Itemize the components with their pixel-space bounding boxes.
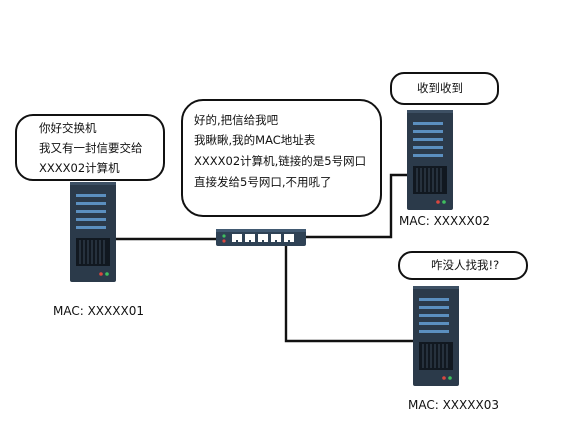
network-switch-icon — [216, 229, 306, 246]
server-icon — [407, 110, 453, 210]
bubble-line: 我瞅瞅,我的MAC地址表 — [194, 133, 316, 147]
server-icon — [413, 286, 459, 386]
speech-bubble-host1: 你好交换机 我又有一封信要交给 XXXX02计算机 — [15, 114, 165, 181]
mac-label-host2: MAC: XXXXX02 — [399, 214, 490, 228]
wires — [116, 173, 413, 343]
mac-label-host3: MAC: XXXXX03 — [408, 398, 499, 412]
mac-label-host1: MAC: XXXXX01 — [53, 304, 144, 318]
wire-switch-host2 — [305, 173, 407, 239]
speech-bubble-host3: 咋没人找我!? — [398, 251, 528, 280]
speech-bubble-host2: 收到收到 — [390, 72, 499, 105]
speech-bubble-switch: 好的,把信给我吧 我瞅瞅,我的MAC地址表 XXXX02计算机,链接的是5号网口… — [181, 99, 382, 217]
bubble-line: 好的,把信给我吧 — [194, 113, 279, 127]
bubble-line: 你好交换机 — [39, 121, 97, 135]
bubble-line: XXXX02计算机,链接的是5号网口 — [194, 154, 367, 168]
bubble-line: 收到收到 — [417, 81, 463, 95]
wire-switch-host3 — [284, 246, 413, 343]
bubble-line: 咋没人找我!? — [431, 258, 500, 272]
bubble-line: 我又有一封信要交给 — [39, 141, 143, 155]
bubble-line: 直接发给5号网口,不用吼了 — [194, 175, 332, 189]
bubble-line: XXXX02计算机 — [39, 161, 120, 175]
server-icon — [70, 182, 116, 282]
